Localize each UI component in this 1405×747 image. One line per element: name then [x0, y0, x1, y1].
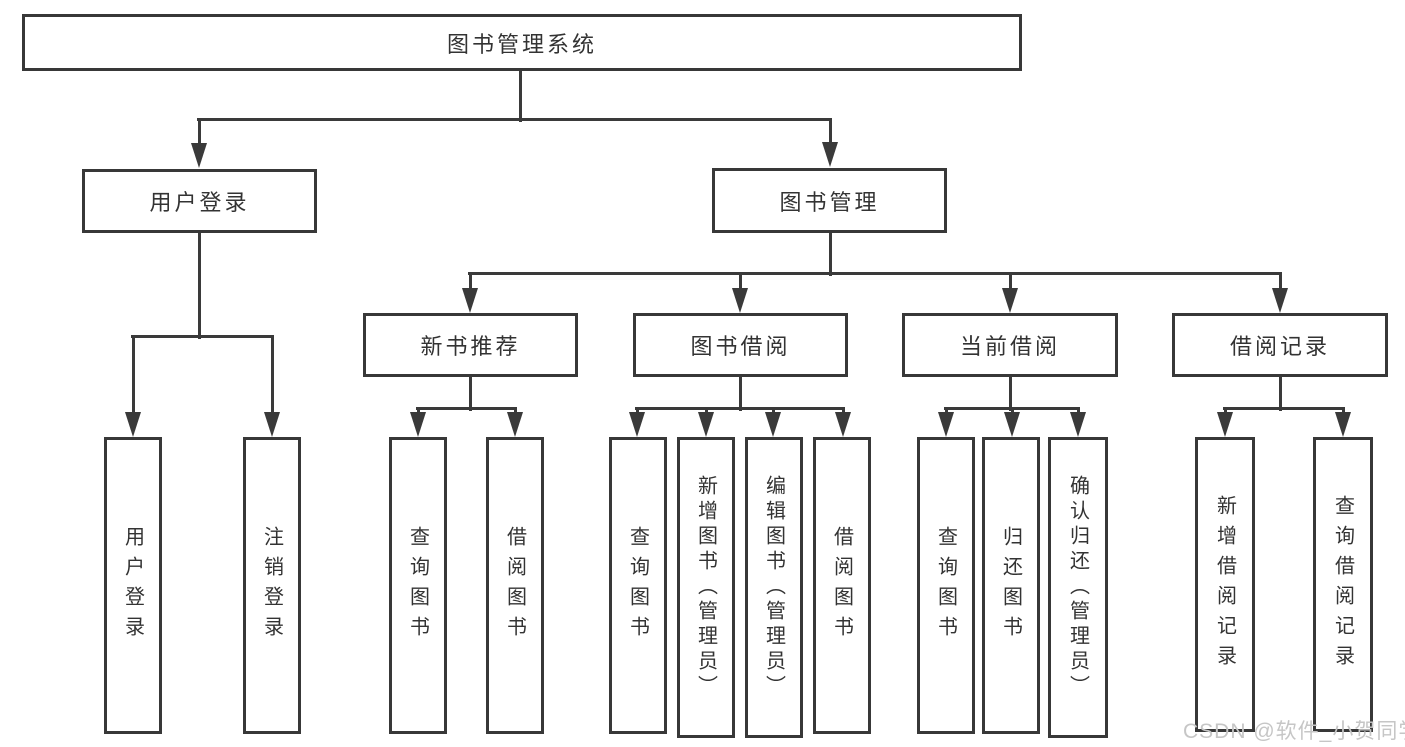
- csdn-watermark: CSDN @软件_小贺同学: [1183, 720, 1405, 743]
- node-leaf-query-books-1: 查询图书: [389, 437, 447, 734]
- edge-vline-5: [270, 336, 274, 419]
- edge-vline-1: [197, 119, 201, 150]
- node-root: 图书管理系统: [22, 14, 1022, 71]
- arrow-down-icon: [765, 412, 781, 437]
- arrow-down-icon: [1272, 288, 1288, 313]
- edge-vline-2: [828, 119, 832, 149]
- arrow-down-icon: [938, 412, 954, 437]
- node-label-leaf-borrow-books-1: 借阅图书: [503, 525, 526, 646]
- arrow-down-icon: [125, 412, 141, 437]
- arrow-down-icon: [1070, 412, 1086, 437]
- node-label-borrowing-records: 借阅记录: [1229, 334, 1330, 359]
- node-label-root: 图书管理系统: [446, 31, 597, 57]
- node-leaf-add-borrow-record: 新增借阅记录: [1195, 437, 1255, 732]
- arrow-down-icon: [1217, 412, 1233, 437]
- node-leaf-borrow-books-2: 借阅图书: [813, 437, 871, 734]
- node-leaf-return-books: 归还图书: [982, 437, 1040, 734]
- edge-hline-1: [468, 271, 1282, 275]
- node-user-login: 用户登录: [82, 169, 317, 233]
- node-book-borrowing: 图书借阅: [633, 313, 848, 377]
- node-leaf-query-books-3: 查询图书: [917, 437, 975, 734]
- arrow-down-icon: [410, 412, 426, 437]
- node-label-new-book-recommend: 新书推荐: [420, 334, 521, 359]
- arrow-down-icon: [264, 412, 280, 437]
- arrow-down-icon: [1335, 412, 1351, 437]
- node-leaf-query-borrow-record: 查询借阅记录: [1313, 437, 1373, 732]
- arrow-down-icon: [1004, 412, 1020, 437]
- edge-hline-2: [131, 334, 274, 338]
- edge-vline-13: [1008, 377, 1012, 411]
- node-leaf-user-login: 用户登录: [104, 437, 162, 734]
- edge-vline-7: [468, 273, 472, 295]
- edge-vline-9: [1008, 273, 1012, 295]
- arrow-down-icon: [462, 288, 478, 313]
- edge-vline-4: [131, 336, 135, 419]
- node-label-leaf-query-borrow-record: 查询借阅记录: [1331, 494, 1354, 675]
- node-leaf-borrow-books-1: 借阅图书: [486, 437, 544, 734]
- arrow-down-icon: [698, 412, 714, 437]
- node-label-current-borrowing: 当前借阅: [959, 334, 1060, 359]
- node-book-management: 图书管理: [712, 168, 947, 233]
- edge-vline-11: [468, 377, 472, 411]
- node-label-leaf-edit-book-admin: 编辑图书（管理员）: [762, 475, 785, 700]
- node-label-leaf-query-books-3: 查询图书: [934, 525, 957, 646]
- edge-hline-6: [1223, 406, 1345, 410]
- node-label-leaf-borrow-books-2: 借阅图书: [830, 525, 853, 646]
- edge-hline-3: [416, 406, 517, 410]
- node-label-leaf-return-books: 归还图书: [999, 525, 1022, 646]
- node-leaf-query-books-2: 查询图书: [609, 437, 667, 734]
- node-leaf-confirm-return-admin: 确认归还（管理员）: [1048, 437, 1108, 738]
- edge-vline-14: [1278, 377, 1282, 411]
- node-label-leaf-query-books-1: 查询图书: [406, 525, 429, 646]
- node-leaf-add-book-admin: 新增图书（管理员）: [677, 437, 735, 738]
- edge-hline-0: [197, 117, 832, 121]
- edge-vline-0: [518, 70, 522, 122]
- node-label-book-management: 图书管理: [779, 189, 880, 215]
- node-label-book-borrowing: 图书借阅: [690, 334, 791, 359]
- node-leaf-logout: 注销登录: [243, 437, 301, 734]
- arrow-down-icon: [835, 412, 851, 437]
- edge-vline-3: [197, 233, 201, 339]
- arrow-down-icon: [191, 143, 207, 168]
- node-label-user-login: 用户登录: [149, 190, 250, 215]
- node-label-leaf-confirm-return-admin: 确认归还（管理员）: [1066, 475, 1089, 700]
- node-label-leaf-add-borrow-record: 新增借阅记录: [1213, 494, 1236, 675]
- edge-vline-8: [738, 273, 742, 295]
- node-leaf-edit-book-admin: 编辑图书（管理员）: [745, 437, 803, 738]
- arrow-down-icon: [629, 412, 645, 437]
- edge-vline-10: [1278, 273, 1282, 295]
- node-borrowing-records: 借阅记录: [1172, 313, 1388, 377]
- node-new-book-recommend: 新书推荐: [363, 313, 578, 377]
- node-label-leaf-query-books-2: 查询图书: [626, 525, 649, 646]
- edge-vline-6: [828, 233, 832, 276]
- edge-vline-12: [738, 377, 742, 411]
- node-label-leaf-add-book-admin: 新增图书（管理员）: [694, 475, 717, 700]
- node-label-leaf-logout: 注销登录: [260, 525, 283, 646]
- arrow-down-icon: [822, 142, 838, 167]
- node-label-leaf-user-login: 用户登录: [121, 525, 144, 646]
- node-current-borrowing: 当前借阅: [902, 313, 1118, 377]
- arrow-down-icon: [1002, 288, 1018, 313]
- arrow-down-icon: [732, 288, 748, 313]
- arrow-down-icon: [507, 412, 523, 437]
